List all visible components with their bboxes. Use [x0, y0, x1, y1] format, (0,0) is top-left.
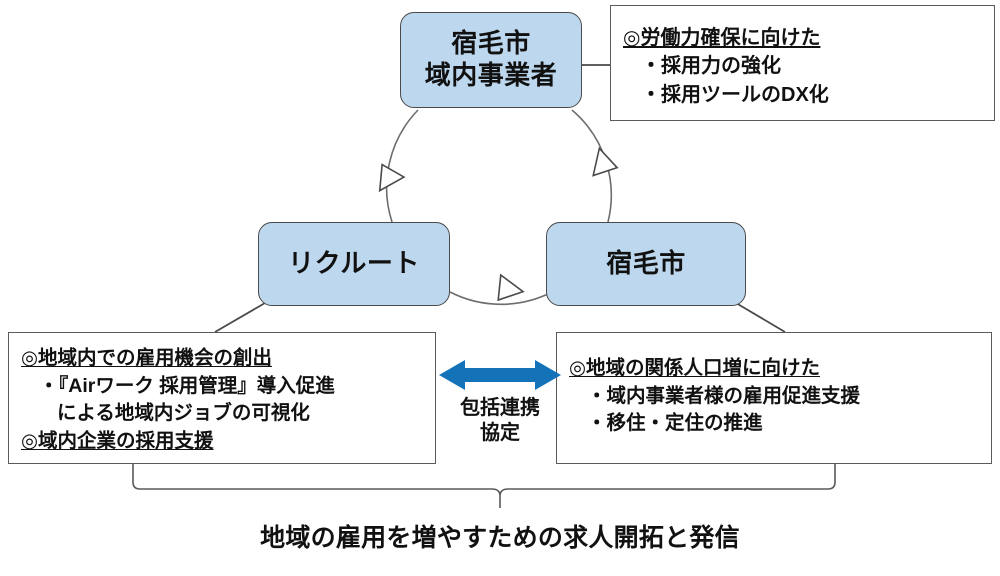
textbox-bottom-left: ◎地域内での雇用機会の創出 ・『Airワーク 採用管理』導入促進 による地域内ジ… [8, 332, 436, 464]
textbox-top-right-heading: ◎労働力確保に向けた [623, 27, 821, 49]
textbox-bottom-left-heading: ◎地域内での雇用機会の創出 [21, 347, 273, 369]
pact-label-line1: 包括連携 [460, 397, 540, 419]
textbox-bottom-left-item-1: ・『Airワーク 採用管理』導入促進 [39, 374, 335, 397]
textbox-bottom-right-item-2: ・移住・定住の推進 [587, 412, 763, 435]
textbox-bottom-right-item-1: ・域内事業者様の雇用促進支援 [587, 384, 861, 407]
node-top-line1: 宿毛市 [451, 28, 531, 59]
cycle-arc-left-to-right [449, 291, 553, 306]
double-arrow-icon [439, 360, 561, 390]
connector-right-node-to-bottom-right-box [735, 302, 786, 333]
textbox-top-right-item-2: ・採用ツールのDX化 [641, 83, 829, 106]
pact-label-line2: 協定 [480, 422, 520, 445]
bottom-caption: 地域の雇用を増やすための求人開拓と発信 [260, 524, 740, 552]
node-shukumo-local-businesses[interactable]: 宿毛市 域内事業者 [400, 12, 582, 108]
textbox-top-right-item-1: ・採用力の強化 [641, 55, 781, 78]
bottom-bracket [132, 463, 836, 508]
node-top-line2: 域内事業者 [424, 60, 558, 90]
node-shukumo-city[interactable]: 宿毛市 [546, 222, 746, 306]
textbox-bottom-right: ◎地域の関係人口増に向けた ・域内事業者様の雇用促進支援 ・移住・定住の推進 [556, 332, 992, 464]
node-right-label: 宿毛市 [606, 248, 686, 279]
comprehensive-partnership-label: 包括連携 協定 [460, 396, 540, 446]
cycle-arrowhead-bottom [497, 273, 525, 302]
cycle-arrowhead-left [378, 163, 406, 193]
cycle-arrowhead-right [592, 146, 619, 177]
node-recruit[interactable]: リクルート [258, 222, 450, 306]
textbox-bottom-left-heading-2: ◎域内企業の採用支援 [21, 430, 214, 453]
textbox-top-right: ◎労働力確保に向けた ・採用力の強化 ・採用ツールのDX化 [610, 5, 995, 121]
comprehensive-partnership-group: 包括連携 協定 [436, 358, 564, 464]
textbox-bottom-right-heading: ◎地域の関係人口増に向けた [569, 357, 821, 379]
textbox-bottom-left-item-2: による地域内ジョブの可視化 [57, 402, 310, 425]
cycle-arc-top-to-left [385, 109, 419, 223]
connector-left-node-to-bottom-left-box [214, 302, 266, 333]
node-left-label: リクルート [288, 248, 420, 279]
